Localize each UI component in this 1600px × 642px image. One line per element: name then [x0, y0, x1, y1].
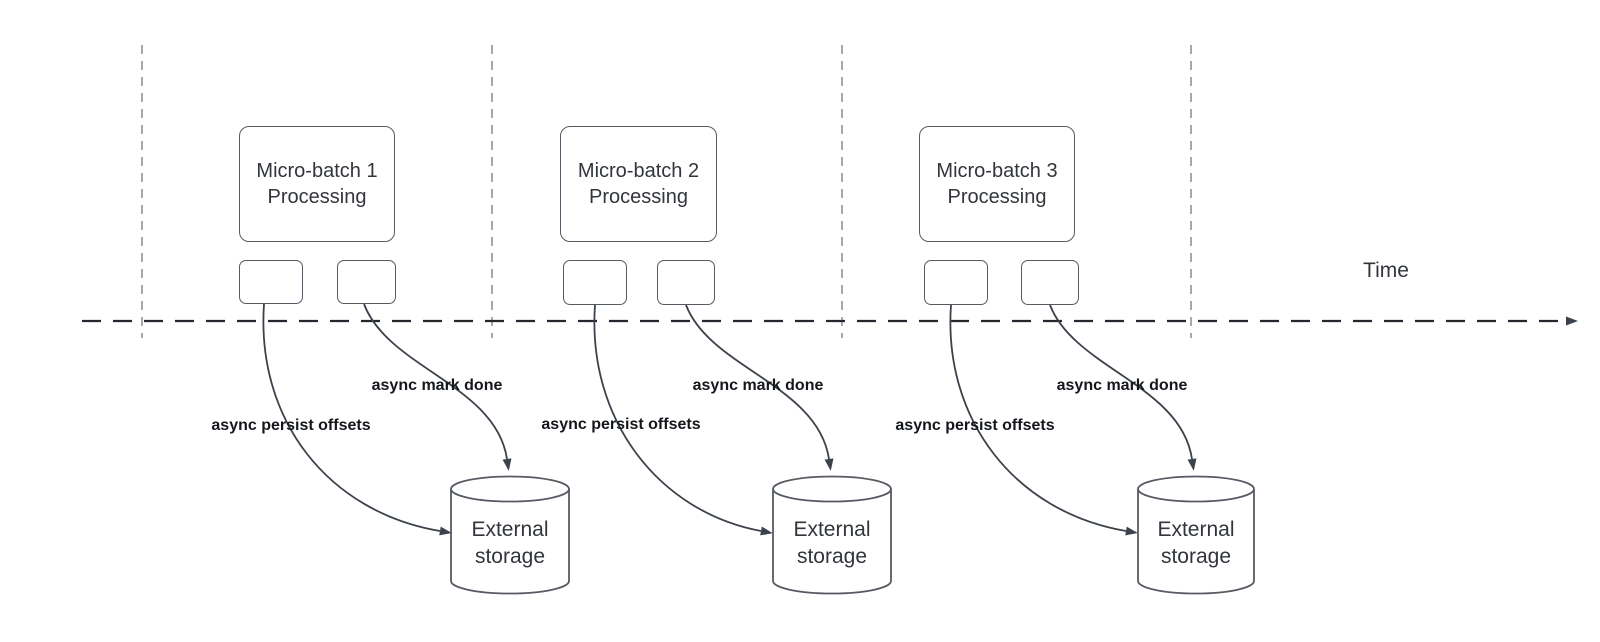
- mark-done-label-3: async mark done: [1056, 377, 1188, 394]
- microbatch-box-1: Micro-batch 1 Processing: [239, 126, 395, 242]
- persist-offsets-arrow-2: [593, 304, 773, 536]
- storage-cylinder-3: [1137, 475, 1255, 595]
- storage-cylinder-1: [450, 475, 570, 595]
- microbatch-box-2: Micro-batch 2 Processing: [560, 126, 717, 242]
- offset-task-box-3: [924, 260, 988, 305]
- storage-cylinder-2: [772, 475, 892, 595]
- storage-label-2: External storage: [793, 518, 871, 568]
- mark-done-arrow-3: [1049, 304, 1197, 471]
- offset-task-box-1: [239, 260, 303, 304]
- persist-offsets-label-3: async persist offsets: [895, 417, 1055, 434]
- mark-done-arrow-2: [685, 304, 834, 471]
- microbatch-box-3: Micro-batch 3 Processing: [919, 126, 1075, 242]
- persist-offsets-arrow-1: [262, 303, 452, 536]
- offset-task-box-2: [563, 260, 627, 305]
- microbatch-box-label-2: Micro-batch 2 Processing: [577, 160, 700, 208]
- done-task-box-1: [337, 260, 396, 304]
- persist-offsets-label-1: async persist offsets: [211, 417, 371, 434]
- time-axis-label: Time: [1363, 259, 1409, 282]
- mark-done-label-2: async mark done: [692, 377, 824, 394]
- microbatch-box-label-3: Micro-batch 3 Processing: [936, 160, 1058, 208]
- done-task-box-2: [657, 260, 715, 305]
- mark-done-label-1: async mark done: [371, 377, 503, 394]
- done-task-box-3: [1021, 260, 1079, 305]
- mark-done-arrow-1: [363, 303, 512, 471]
- persist-offsets-label-2: async persist offsets: [541, 416, 701, 433]
- storage-label-1: External storage: [471, 518, 549, 568]
- storage-label-3: External storage: [1157, 518, 1235, 568]
- microbatch-box-label-1: Micro-batch 1 Processing: [256, 160, 378, 208]
- persist-offsets-arrow-3: [949, 304, 1138, 536]
